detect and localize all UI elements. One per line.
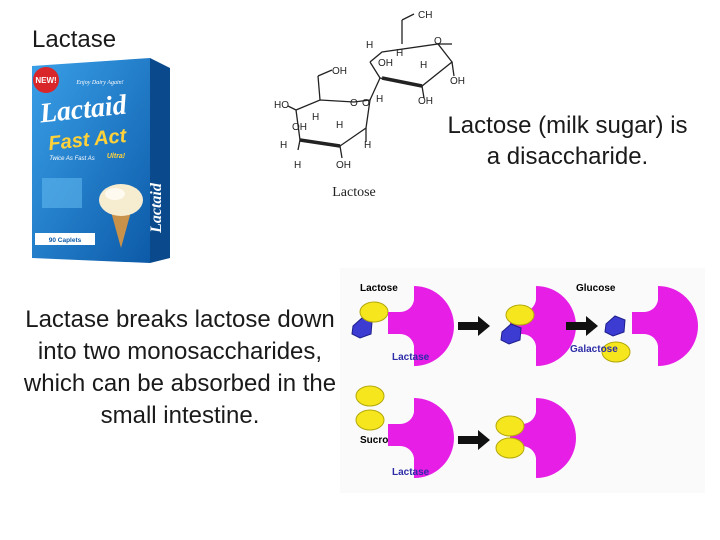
box-subtitle: Twice As Fast As bbox=[49, 156, 94, 162]
label-sucrose: Sucrose bbox=[360, 435, 400, 446]
atom-h-6: H bbox=[336, 120, 343, 131]
atom-h-5: H bbox=[312, 112, 319, 123]
atom-oh-5: OH bbox=[292, 122, 307, 133]
atom-h-7: H bbox=[280, 140, 287, 151]
glucose-molecule-icon bbox=[351, 317, 373, 339]
label-lactose: Lactose bbox=[360, 283, 398, 294]
box-feature-list bbox=[42, 178, 82, 208]
arrow-icon bbox=[458, 316, 490, 336]
sugar-molecule-icon bbox=[355, 385, 385, 407]
atom-oh-2: OH bbox=[450, 76, 465, 87]
atom-h-4: H bbox=[376, 94, 383, 105]
atom-o-1: O bbox=[434, 36, 442, 47]
ice-cream-cone-icon bbox=[99, 184, 143, 248]
box-side bbox=[150, 58, 170, 263]
box-tagline: Enjoy Dairy Again! bbox=[75, 80, 123, 86]
atom-oh-1: OH bbox=[378, 58, 393, 69]
lactase-enzyme-icon bbox=[632, 286, 698, 366]
galactose-molecule-icon bbox=[601, 341, 631, 363]
atom-h-3: H bbox=[420, 60, 427, 71]
box-side-text: Lactaid bbox=[148, 182, 165, 234]
lactose-structure-diagram: CH H H OH O H OH OH H O O OH HO H H OH H… bbox=[274, 10, 465, 200]
galactose-molecule-icon bbox=[359, 301, 389, 323]
structure-caption: Lactose bbox=[332, 185, 376, 200]
enzyme-reaction-diagram: Lactose Lactase Glucose Galactose Sucros… bbox=[340, 268, 705, 493]
atom-oh-6: OH bbox=[336, 160, 351, 171]
atom-h-2: H bbox=[396, 48, 403, 59]
sugar-molecule-icon bbox=[495, 415, 525, 437]
sugar-molecule-icon bbox=[355, 409, 385, 431]
structure-bonds bbox=[287, 13, 455, 159]
lactase-enzyme-icon bbox=[510, 286, 576, 366]
lactase-enzyme-icon bbox=[388, 398, 454, 478]
box-count-label-bg bbox=[35, 233, 95, 245]
atom-ho: HO bbox=[274, 100, 289, 111]
atom-o-2: O bbox=[362, 98, 370, 109]
atom-oh-4: OH bbox=[332, 66, 347, 77]
lactose-description: Lactose (milk sugar) is a disaccharide. bbox=[447, 112, 688, 170]
arrow-icon bbox=[458, 430, 490, 450]
new-badge-icon bbox=[33, 67, 59, 93]
glucose-molecule-icon bbox=[604, 315, 626, 337]
box-subtitle-emph: Ultra! bbox=[107, 153, 126, 160]
lactase-enzyme-icon bbox=[388, 286, 454, 366]
atom-ch: CH bbox=[418, 10, 432, 21]
atom-h-9: H bbox=[294, 160, 301, 171]
label-lactase-top: Lactase bbox=[392, 352, 430, 363]
galactose-molecule-icon bbox=[505, 304, 535, 326]
sugar-molecule-icon bbox=[495, 437, 525, 459]
label-glucose: Glucose bbox=[576, 283, 616, 294]
atom-h-8: H bbox=[364, 140, 371, 151]
atom-o-3: O bbox=[350, 98, 358, 109]
glucose-molecule-icon bbox=[500, 323, 522, 345]
breakdown-description: Lactase breaks lactose down into two mon… bbox=[23, 306, 337, 429]
lactaid-box-image: NEW! Enjoy Dairy Again! Lactaid Fast Act… bbox=[32, 58, 170, 263]
arrow-icon bbox=[566, 316, 598, 336]
label-galactose: Galactose bbox=[570, 344, 618, 355]
label-lactase-bottom: Lactase bbox=[392, 467, 430, 478]
atom-h-1: H bbox=[366, 40, 373, 51]
lactase-enzyme-icon bbox=[510, 398, 576, 478]
atom-oh-3: OH bbox=[418, 96, 433, 107]
slide-title: Lactase bbox=[32, 26, 117, 53]
new-badge-text: NEW! bbox=[35, 76, 56, 85]
box-count-label: 90 Caplets bbox=[49, 237, 82, 244]
